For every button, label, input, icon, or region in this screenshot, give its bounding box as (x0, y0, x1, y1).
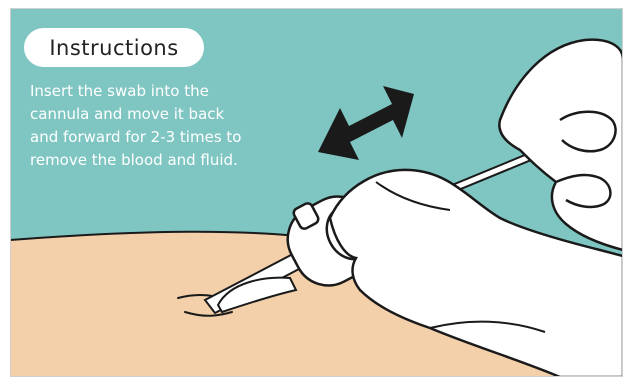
instruction-text: Insert the swab into the cannula and mov… (30, 80, 255, 172)
panel-title: Instructions (49, 36, 178, 60)
title-pill: Instructions (24, 28, 204, 67)
